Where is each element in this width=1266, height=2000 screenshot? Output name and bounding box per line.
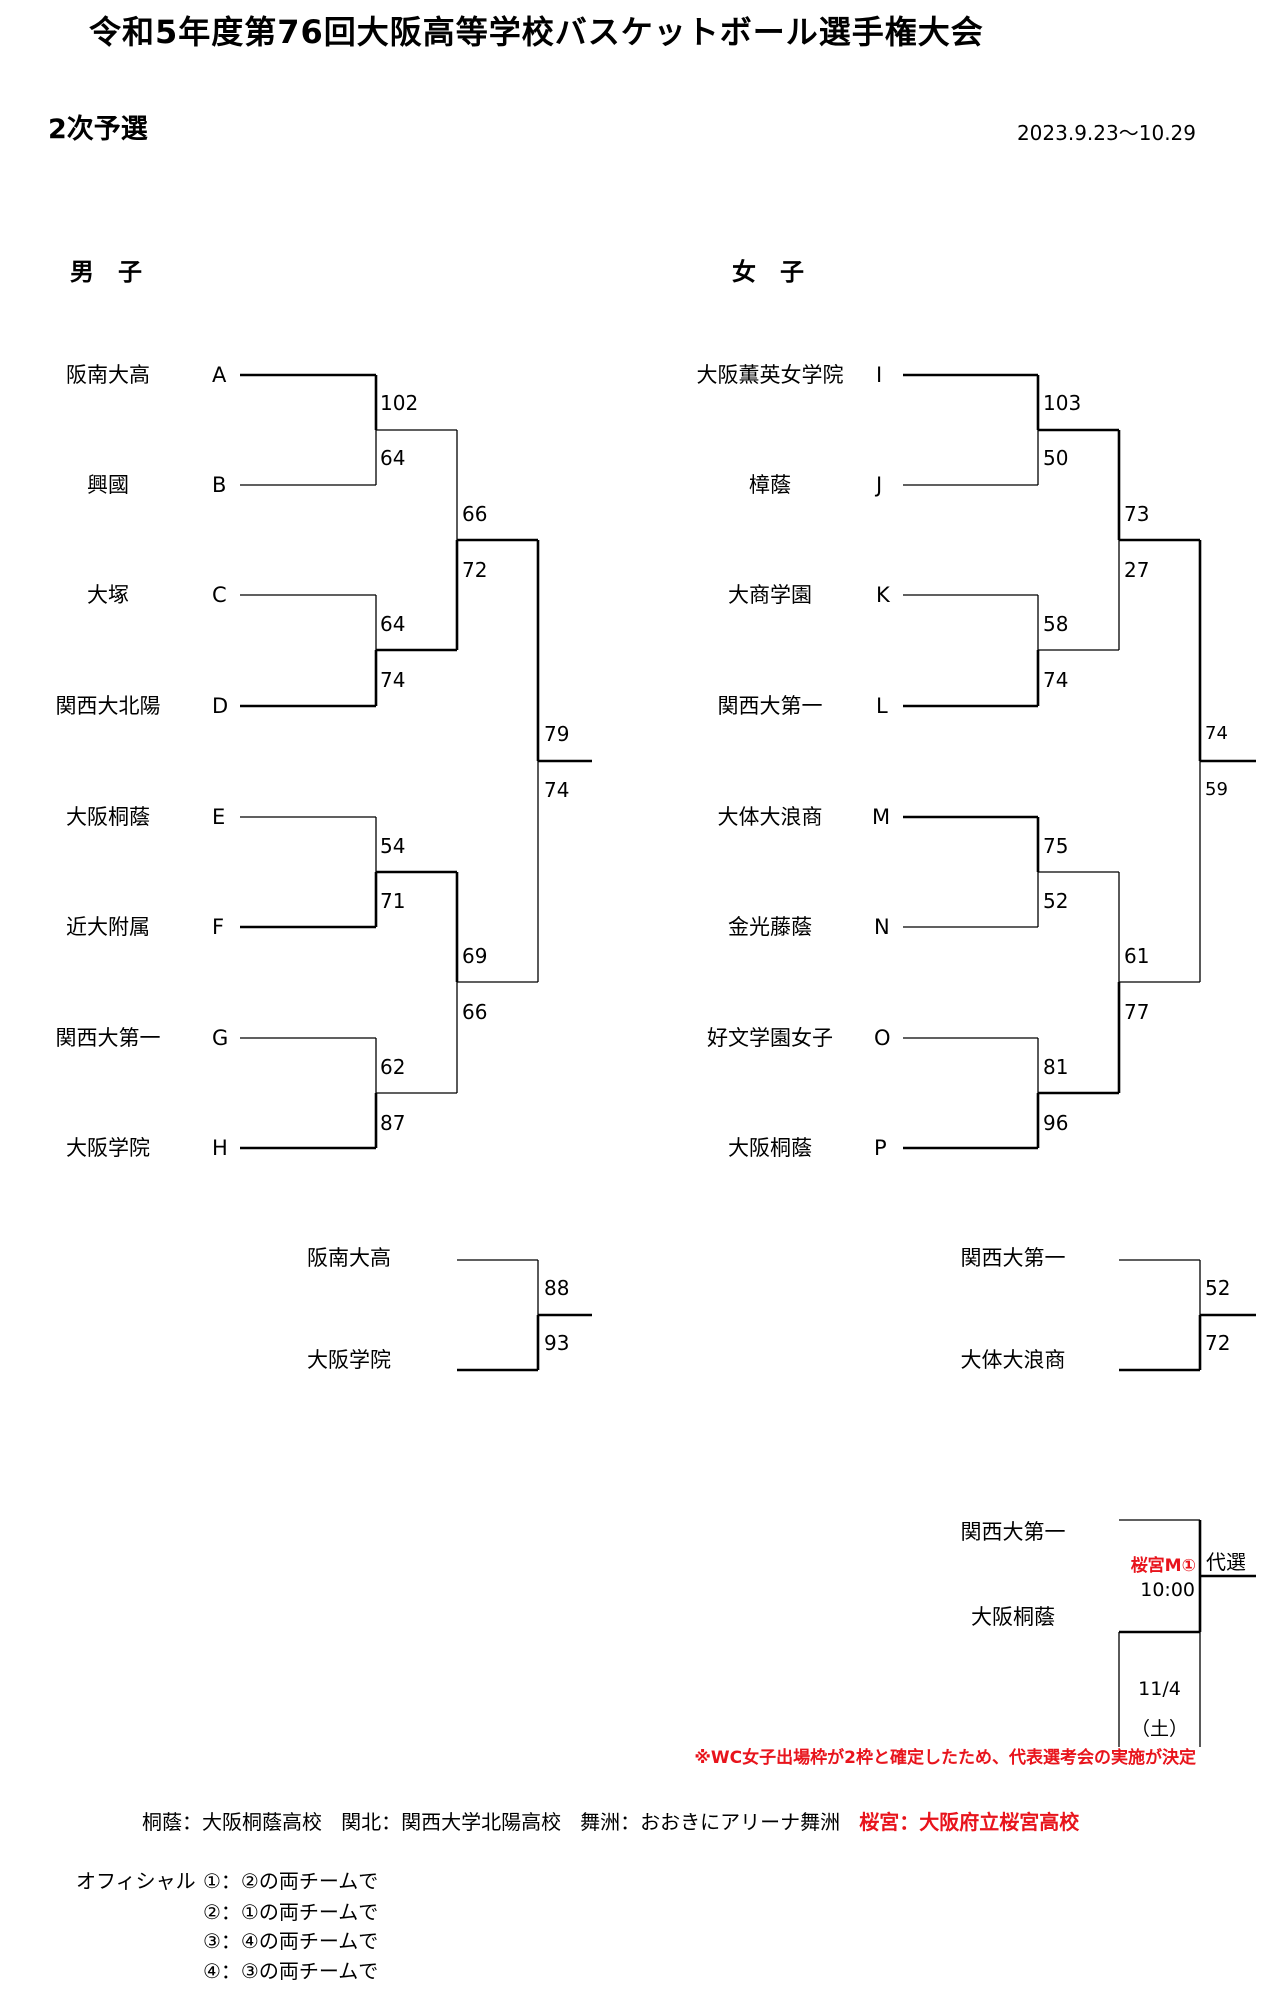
score: 64: [380, 612, 406, 636]
team-letter: M: [872, 805, 891, 829]
team-letter: J: [876, 473, 883, 497]
score: 52: [1043, 889, 1069, 913]
score: 87: [380, 1111, 406, 1135]
women-heading: 女 子: [732, 258, 804, 286]
team-letter: P: [874, 1136, 887, 1160]
score: 50: [1043, 446, 1069, 470]
playoff-date: 11/4: [1138, 1678, 1181, 1700]
legend-item: 舞洲：おおきにアリーナ舞洲: [580, 1810, 841, 1834]
team-name: 大阪桐蔭: [728, 1136, 812, 1160]
team-name: 大阪学院: [307, 1348, 391, 1372]
team-letter: I: [876, 363, 883, 387]
team-letter: A: [212, 363, 227, 387]
score: 79: [544, 722, 570, 746]
team-letter: H: [212, 1136, 228, 1160]
score: 88: [544, 1276, 570, 1300]
team-letter: L: [876, 694, 888, 718]
score: 66: [462, 1000, 488, 1024]
playoff-day: （土）: [1130, 1718, 1188, 1740]
team-name: 大阪桐蔭: [66, 805, 150, 829]
team-name: 好文学園女子: [707, 1026, 833, 1050]
date-range: 2023.9.23～10.29: [1016, 121, 1196, 145]
team-name: 興國: [87, 473, 129, 497]
score: 96: [1043, 1111, 1069, 1135]
score: 64: [380, 446, 406, 470]
team-letter: N: [874, 915, 890, 939]
score: 72: [462, 558, 488, 582]
score: 75: [1043, 834, 1069, 858]
team-name: 大塚: [87, 583, 129, 607]
team-name: 大阪薫英女学院: [696, 363, 844, 387]
team-letter: B: [212, 473, 227, 497]
team-name: 大体大浪商: [717, 805, 823, 829]
score: 58: [1043, 612, 1069, 636]
score: 102: [380, 391, 419, 415]
team-name: 関西大第一: [960, 1520, 1066, 1544]
score: 74: [1043, 668, 1069, 692]
playoff-result-label: 代選: [1206, 1550, 1246, 1574]
score: 103: [1043, 391, 1082, 415]
score: 74: [1205, 723, 1228, 744]
team-letter: E: [212, 805, 226, 829]
team-name: 阪南大高: [66, 363, 150, 387]
playoff-venue: 桜宮M①: [1130, 1556, 1196, 1576]
score: 66: [462, 502, 488, 526]
score: 77: [1124, 1000, 1150, 1024]
legend-item: 桐蔭：大阪桐蔭高校: [142, 1810, 322, 1834]
team-name: 大阪学院: [66, 1136, 150, 1160]
score: 69: [462, 944, 488, 968]
officials-label: オフィシャル: [76, 1869, 196, 1893]
score: 74: [544, 778, 570, 802]
team-letter: C: [212, 583, 227, 607]
score: 54: [380, 834, 406, 858]
legend-item: 関北：関西大学北陽高校: [341, 1810, 562, 1834]
score: 61: [1124, 944, 1150, 968]
team-letter: D: [212, 694, 229, 718]
team-name: 金光藤蔭: [728, 915, 812, 939]
stage-title: 2次予選: [48, 114, 148, 145]
team-name: 大商学園: [728, 583, 812, 607]
score: 73: [1124, 502, 1150, 526]
page-title: 令和5年度第76回大阪高等学校バスケットボール選手権大会: [89, 13, 984, 51]
venue-legend: 桐蔭：大阪桐蔭高校 関北：関西大学北陽高校 舞洲：おおきにアリーナ舞洲 桜宮：大…: [142, 1810, 1079, 1834]
women-bracket: [903, 373, 1256, 1747]
playoff-time: 10:00: [1140, 1579, 1195, 1601]
notice-text: ※WC女子出場枠が2枠と確定したため、代表選考会の実施が決定: [694, 1748, 1196, 1768]
legend-item-highlight: 桜宮：大阪府立桜宮高校: [859, 1810, 1080, 1834]
team-letter: K: [876, 583, 890, 607]
team-name: 関西大第一: [717, 694, 823, 718]
team-name: 阪南大高: [307, 1246, 391, 1270]
officials-line: ②：①の両チームで: [203, 1900, 379, 1924]
team-letter: O: [874, 1026, 891, 1050]
score: 27: [1124, 558, 1150, 582]
team-name: 関西大第一: [960, 1246, 1066, 1270]
score: 52: [1205, 1276, 1231, 1300]
team-name: 樟蔭: [749, 473, 791, 497]
team-letter: G: [212, 1026, 229, 1050]
officials-line: ①：②の両チームで: [203, 1869, 379, 1893]
officials-line: ④：③の両チームで: [203, 1959, 379, 1983]
score: 72: [1205, 1331, 1231, 1355]
score: 62: [380, 1055, 406, 1079]
team-letter: F: [212, 915, 225, 939]
score: 59: [1205, 779, 1228, 800]
team-name: 大体大浪商: [960, 1348, 1066, 1372]
men-bracket: [240, 373, 592, 1372]
score: 81: [1043, 1055, 1069, 1079]
team-name: 関西大第一: [55, 1026, 161, 1050]
officials-line: ③：④の両チームで: [203, 1929, 379, 1953]
men-heading: 男 子: [70, 258, 142, 286]
team-name: 近大附属: [66, 915, 150, 939]
team-name: 大阪桐蔭: [971, 1605, 1055, 1629]
score: 71: [380, 889, 406, 913]
team-name: 関西大北陽: [55, 694, 161, 718]
score: 93: [544, 1331, 570, 1355]
score: 74: [380, 668, 406, 692]
